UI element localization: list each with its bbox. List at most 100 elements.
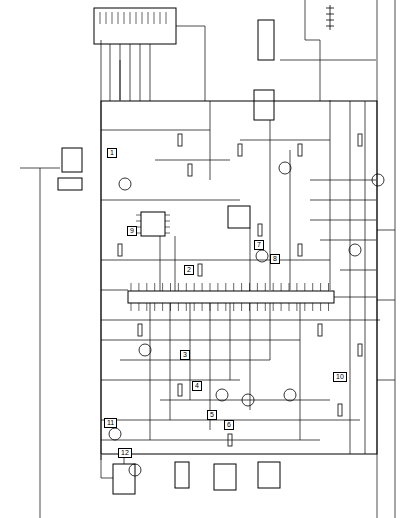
pin bbox=[273, 283, 274, 291]
wire bbox=[270, 303, 271, 360]
resistor-symbol bbox=[138, 324, 142, 336]
pin bbox=[233, 303, 234, 311]
board-outline bbox=[101, 101, 377, 454]
pin bbox=[210, 303, 211, 311]
wire bbox=[120, 60, 121, 100]
wire bbox=[101, 130, 210, 131]
spec-table bbox=[258, 462, 280, 488]
wire bbox=[101, 200, 240, 201]
resistor-symbol bbox=[188, 164, 192, 176]
wire bbox=[310, 220, 376, 221]
resistor-symbol bbox=[318, 324, 322, 336]
pin bbox=[186, 283, 187, 291]
pin bbox=[281, 283, 282, 291]
resistor-symbol bbox=[178, 384, 182, 396]
callout-number: 3 bbox=[180, 350, 190, 360]
transistor-symbol bbox=[256, 250, 268, 262]
wire bbox=[120, 44, 121, 101]
connector-block bbox=[94, 8, 176, 44]
pin bbox=[170, 283, 171, 291]
pin bbox=[281, 303, 282, 311]
pin bbox=[162, 283, 163, 291]
pin bbox=[165, 227, 170, 228]
pin bbox=[136, 12, 137, 24]
wire bbox=[101, 440, 320, 441]
wire bbox=[280, 60, 376, 61]
wire bbox=[340, 270, 376, 271]
resistor-symbol bbox=[298, 144, 302, 156]
callout-number: 5 bbox=[207, 410, 217, 420]
wire bbox=[310, 200, 376, 201]
resistor-symbol bbox=[338, 404, 342, 416]
pin bbox=[304, 283, 305, 291]
callout-number: 11 bbox=[104, 418, 117, 428]
wire bbox=[230, 303, 231, 380]
pin bbox=[130, 12, 131, 24]
pin bbox=[154, 12, 155, 24]
pin bbox=[162, 303, 163, 311]
pin bbox=[241, 283, 242, 291]
wire bbox=[101, 455, 102, 478]
transistor-symbol bbox=[119, 178, 131, 190]
wire bbox=[140, 44, 141, 101]
pin bbox=[202, 303, 203, 311]
callout-number: 7 bbox=[254, 240, 264, 250]
wire bbox=[205, 26, 206, 101]
pin bbox=[106, 12, 107, 24]
pin bbox=[165, 215, 170, 216]
wire bbox=[395, 0, 396, 518]
wire bbox=[310, 180, 376, 181]
transistor-symbol bbox=[372, 174, 384, 186]
transistor-symbol bbox=[242, 394, 254, 406]
transistor-symbol bbox=[279, 162, 291, 174]
pin bbox=[249, 283, 250, 291]
pin bbox=[178, 303, 179, 311]
pin bbox=[138, 283, 139, 291]
transistor-symbol bbox=[109, 428, 121, 440]
wire bbox=[160, 236, 161, 291]
pin bbox=[186, 303, 187, 311]
callout-number: 12 bbox=[118, 448, 132, 458]
spec-table bbox=[58, 178, 82, 190]
pin bbox=[296, 283, 297, 291]
wire bbox=[155, 160, 230, 161]
wire bbox=[176, 26, 205, 27]
pin bbox=[217, 303, 218, 311]
pin bbox=[194, 283, 195, 291]
pin bbox=[312, 303, 313, 311]
wire bbox=[101, 260, 330, 261]
pin bbox=[273, 303, 274, 311]
pin bbox=[328, 303, 329, 311]
wire bbox=[130, 44, 131, 101]
pin bbox=[154, 283, 155, 291]
pin bbox=[194, 303, 195, 311]
pin bbox=[146, 283, 147, 291]
wire bbox=[101, 290, 128, 291]
pin bbox=[100, 12, 101, 24]
callout-number: 8 bbox=[270, 254, 280, 264]
wire bbox=[350, 101, 351, 454]
transistor-symbol bbox=[349, 244, 361, 256]
transistor-symbol bbox=[216, 389, 228, 401]
pin bbox=[249, 303, 250, 311]
wire bbox=[377, 0, 378, 518]
pin bbox=[112, 12, 113, 24]
spec-table bbox=[214, 464, 236, 490]
pin bbox=[138, 303, 139, 311]
transistor-symbol bbox=[129, 464, 141, 476]
wire bbox=[300, 303, 301, 440]
spec-table bbox=[175, 462, 189, 488]
pin bbox=[320, 303, 321, 311]
wire bbox=[170, 303, 171, 420]
pin bbox=[142, 12, 143, 24]
callout-number: 10 bbox=[333, 372, 347, 382]
main-ic bbox=[128, 291, 334, 303]
wire bbox=[270, 120, 271, 290]
wire bbox=[240, 140, 330, 141]
ic-package bbox=[141, 212, 165, 236]
wire bbox=[330, 100, 331, 290]
pin bbox=[296, 303, 297, 311]
pin bbox=[217, 283, 218, 291]
pin bbox=[265, 283, 266, 291]
pin bbox=[320, 283, 321, 291]
